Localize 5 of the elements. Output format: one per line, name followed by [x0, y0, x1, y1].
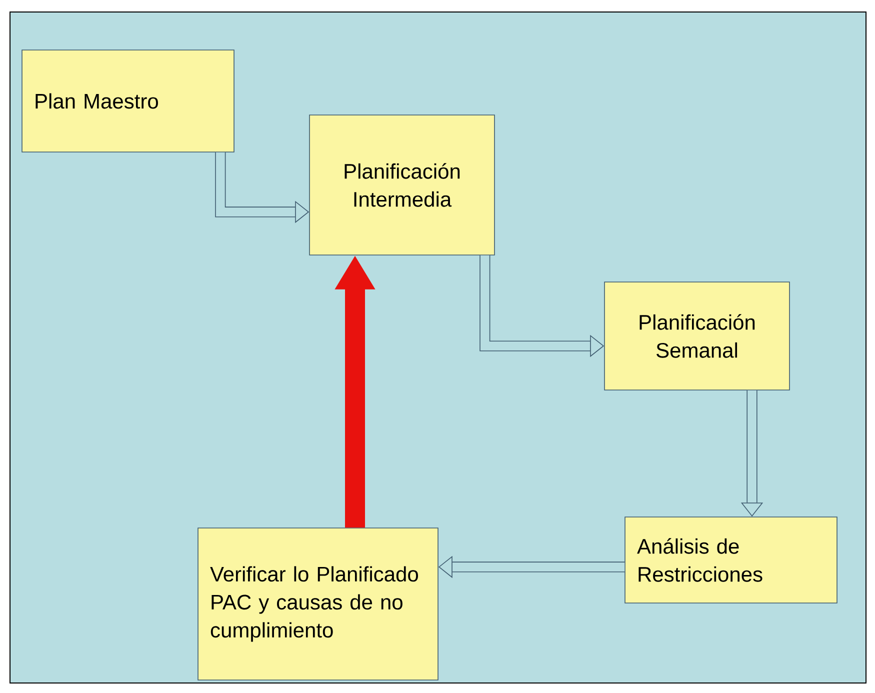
process-box: Planificación Intermedia: [309, 114, 495, 256]
process-box: Plan Maestro: [22, 50, 234, 152]
process-box: Planificación Semanal: [604, 282, 790, 390]
process-box: Verificar lo Planificado PAC y causas de no cumplimiento: [198, 528, 438, 680]
process-box: Análisis de Restricciones: [624, 516, 838, 604]
